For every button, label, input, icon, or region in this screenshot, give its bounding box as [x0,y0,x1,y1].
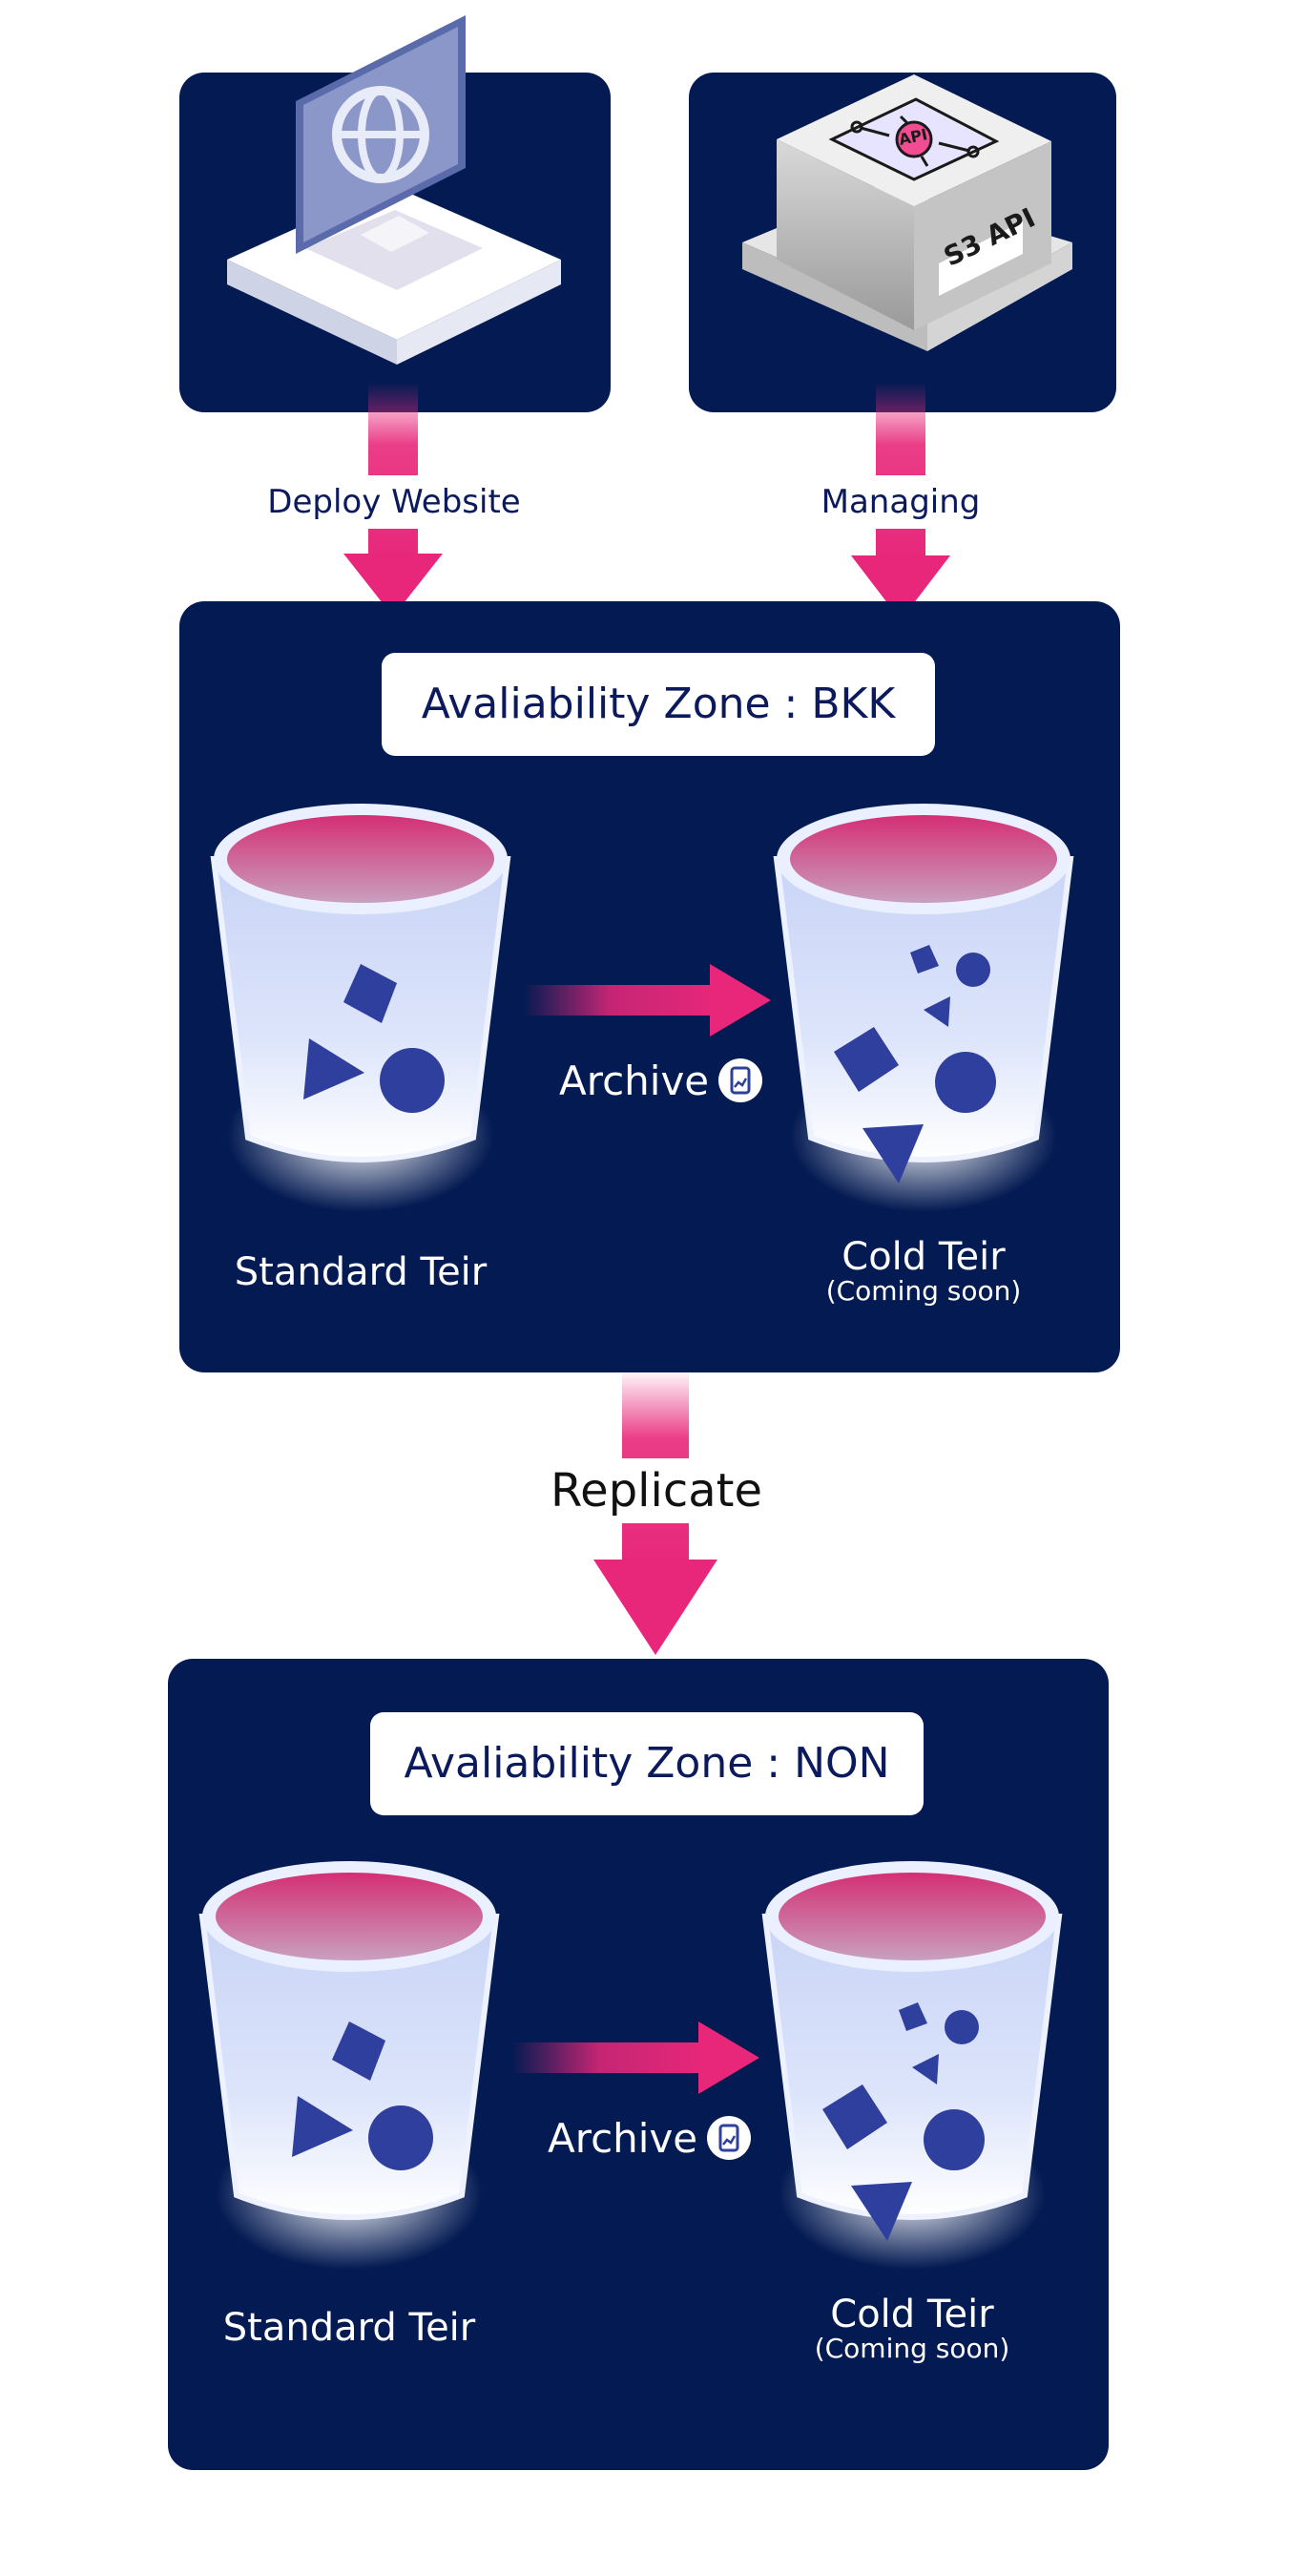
triangle-shape [303,1038,364,1100]
circle-shape [935,1052,996,1113]
small-circle-shape [956,953,990,987]
standard-tier-label-bkk: Standard Teir [234,1250,488,1294]
diamond-shape [822,2084,887,2149]
diamond-shape [332,2021,385,2081]
website-node-panel [179,15,611,412]
small-triangle-shape [912,2054,939,2084]
small-circle-shape [945,2010,979,2044]
archive-text: Archive [548,2115,698,2162]
diamond-shape [343,964,397,1023]
archive-label-bkk: Archive [559,1058,763,1106]
circle-shape [924,2109,985,2170]
chip-box-icon [742,74,1072,351]
cold-bucket-bkk [773,804,1074,1212]
standard-tier-label-non: Standard Teir [222,2306,476,2350]
document-chart-icon [718,1058,763,1102]
cold-tier-label-bkk: Cold Teir [842,1235,1006,1279]
cold-bucket-non [761,1861,1063,2270]
zone-bkk-title: Avaliability Zone : BKK [382,653,935,756]
replicate-label: Replicate [534,1458,779,1523]
managing-label: Managing [813,475,988,529]
cold-tier-label-non: Cold Teir [830,2293,994,2336]
circle-shape [368,2105,433,2170]
triangle-shape [292,2096,353,2157]
small-diamond-shape [910,945,939,974]
archive-label-non: Archive [548,2115,752,2164]
standard-bucket-non [198,1861,500,2270]
triangle-shape [862,1124,924,1183]
cold-tier-note-bkk: (Coming soon) [825,1275,1022,1307]
managing-arrow [851,382,950,620]
computer-globe-icon [227,15,561,365]
archive-arrow-non [511,2021,759,2094]
document-chart-icon [707,2115,752,2160]
zone-bkk-panel: Avaliability Zone : BKK Archive Standard… [179,601,1120,1372]
deploy-website-label: Deploy Website [246,475,542,529]
zone-non-title: Avaliability Zone : NON [370,1712,924,1815]
api-node-panel: API S3 API [689,73,1116,412]
zone-non-panel: Avaliability Zone : NON Archive Standard… [168,1659,1109,2470]
archive-arrow-bkk [523,964,771,1037]
deploy-arrow [343,382,443,617]
circle-shape [380,1048,445,1113]
cold-tier-note-non: (Coming soon) [814,2333,1010,2364]
diamond-shape [834,1027,899,1092]
small-diamond-shape [899,2002,927,2031]
triangle-shape [851,2182,912,2241]
archive-text: Archive [559,1058,710,1104]
small-triangle-shape [924,996,950,1027]
standard-bucket-bkk [210,804,511,1212]
